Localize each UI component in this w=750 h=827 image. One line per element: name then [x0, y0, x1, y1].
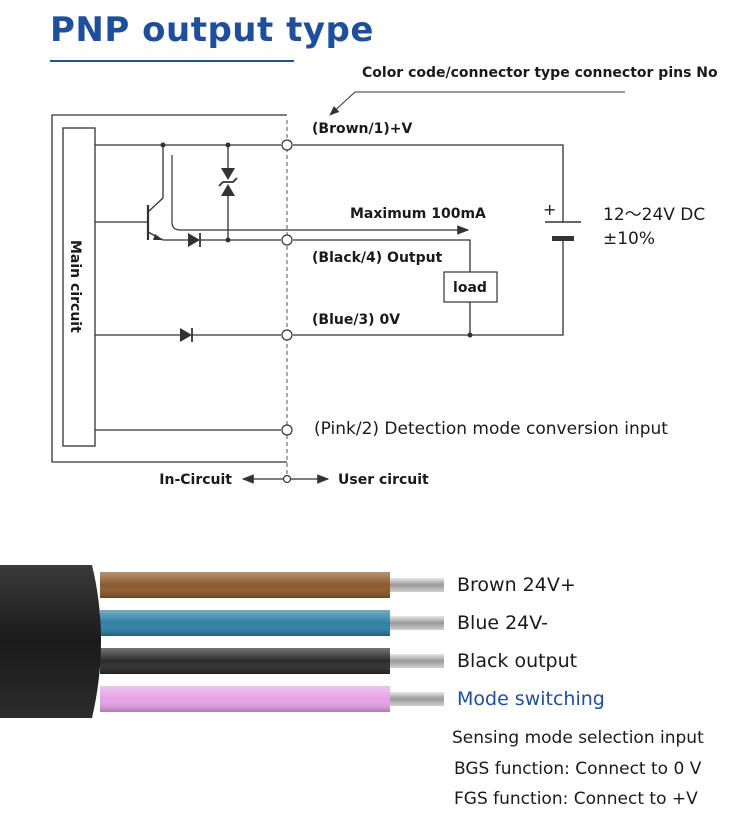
main-circuit-block [62, 127, 96, 447]
max-current-label: Maximum 100mA [350, 206, 486, 222]
blue-terminal [281, 329, 293, 341]
brown-wire-external [293, 144, 564, 205]
pink-terminal [281, 424, 293, 436]
cable-jacket [0, 565, 101, 718]
main-circuit-label: Main circuit [67, 240, 83, 333]
supply-voltage: 12～24V DC [603, 205, 705, 225]
output-diode-icon [188, 233, 200, 247]
transistor-collector [147, 197, 164, 213]
current-flow-arrow [171, 155, 470, 235]
connector-note: Color code/connector type connector pins… [362, 65, 718, 81]
mode-note-bgs: BGS function: Connect to 0 V [454, 759, 702, 779]
load-label: load [453, 280, 487, 296]
zener-bar [218, 177, 238, 187]
wire-conductor-1 [390, 616, 444, 630]
user-circuit-label: User circuit [338, 472, 429, 488]
wire-label-1: Blue 24V- [457, 612, 548, 634]
mode-note-fgs: FGS function: Connect to +V [454, 789, 698, 809]
battery-plate-short [552, 236, 574, 241]
mode-note-title: Sensing mode selection input [452, 728, 704, 748]
wire-shading-3 [100, 686, 390, 712]
zener-diode-top-icon [221, 168, 235, 180]
black-terminal [281, 234, 293, 246]
black-wire-external [293, 239, 471, 272]
brown-label: (Brown/1)+V [312, 121, 412, 137]
connector-note-arrow [329, 91, 356, 116]
battery-plus-sign: + [543, 200, 556, 219]
title-underline [50, 60, 294, 62]
zener-diode-bottom-icon [221, 184, 235, 196]
emitter-arrow-icon [153, 234, 163, 240]
in-circuit-frame [51, 114, 287, 463]
wire-label-3: Mode switching [457, 688, 605, 710]
wire-conductor-2 [390, 654, 444, 668]
in-circuit-label: In-Circuit [159, 472, 232, 488]
black-label: (Black/4) Output [312, 250, 443, 266]
blue-diode-icon [180, 328, 192, 342]
wire-shading-1 [100, 610, 390, 636]
wire-conductor-3 [390, 692, 444, 706]
boundary-terminal [282, 474, 292, 484]
blue-wire-external [293, 248, 564, 336]
wire-shading-0 [100, 572, 390, 598]
page-title: PNP output type [50, 10, 374, 50]
wire-label-2: Black output [457, 650, 577, 672]
wire-label-0: Brown 24V+ [457, 574, 576, 596]
wire-conductor-0 [390, 578, 444, 592]
wire-shading-2 [100, 648, 390, 674]
brown-terminal [281, 139, 293, 151]
pink-label: (Pink/2) Detection mode conversion input [314, 419, 668, 439]
supply-tolerance: ±10% [603, 229, 655, 249]
load-box [443, 271, 498, 303]
junction [467, 332, 473, 338]
blue-label: (Blue/3) 0V [312, 312, 400, 328]
